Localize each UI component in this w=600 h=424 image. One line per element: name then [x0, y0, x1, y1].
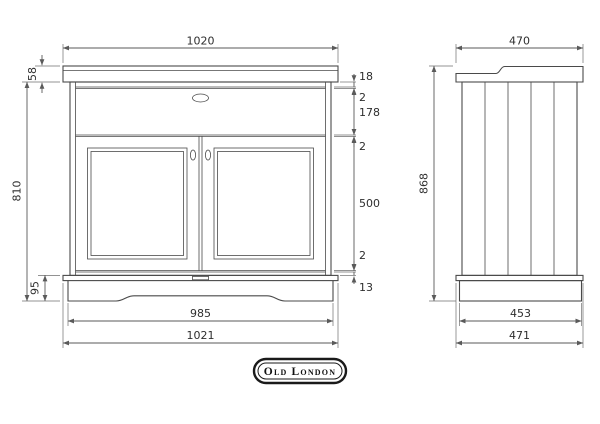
dim-front-cabinet-height: 810	[11, 181, 24, 202]
front-drawer-knob	[192, 93, 209, 103]
dim-front-base-width: 985	[190, 307, 211, 320]
front-cabinet-body	[69, 81, 332, 276]
logo-outer-border	[252, 357, 348, 385]
front-right-door-panel	[213, 147, 314, 260]
dim-side-top-depth: 470	[509, 35, 530, 48]
dim-front-top-width: 1020	[187, 35, 215, 48]
side-cabinet-body	[461, 81, 578, 276]
dim-front-gap-mid: 2	[359, 140, 366, 153]
dim-front-top-rail: 18	[359, 70, 373, 83]
logo-text: Old London	[264, 366, 336, 378]
front-plinth-molding	[62, 274, 339, 282]
side-plinth-molding	[455, 274, 584, 282]
dim-side-overall-height: 868	[418, 173, 431, 194]
front-left-door-handle	[189, 149, 196, 161]
front-view	[62, 65, 339, 302]
front-plinth-plaque	[192, 275, 209, 281]
dim-front-drawer-height: 178	[359, 106, 380, 119]
logo-inner-border	[257, 362, 343, 380]
dim-front-gap-bottom: 2	[359, 249, 366, 262]
side-view	[455, 65, 584, 302]
dim-front-plinth-height: 95	[29, 281, 42, 295]
dim-front-bottom-rail: 13	[359, 281, 373, 294]
dim-side-overall-depth: 471	[509, 329, 530, 342]
dim-front-counter-height: 58	[26, 67, 39, 81]
front-right-door-handle	[204, 149, 211, 161]
dim-front-overall-width: 1021	[187, 329, 215, 342]
front-countertop	[62, 65, 339, 83]
side-countertop	[455, 65, 584, 83]
front-left-door-panel-inner	[90, 151, 184, 256]
front-left-door-panel	[87, 147, 188, 260]
logo-badge: Old London	[252, 357, 348, 385]
front-plinth-base	[67, 280, 334, 302]
side-plinth-base	[458, 280, 583, 302]
side-dimensions: 470 868 453 471	[418, 35, 584, 348]
front-dimensions: 1020 58 810 95 985 1021	[11, 35, 380, 348]
dim-side-base-depth: 453	[510, 307, 531, 320]
front-right-door-panel-inner	[217, 151, 311, 256]
dim-front-gap-top: 2	[359, 91, 366, 104]
dim-front-door-height: 500	[359, 197, 380, 210]
